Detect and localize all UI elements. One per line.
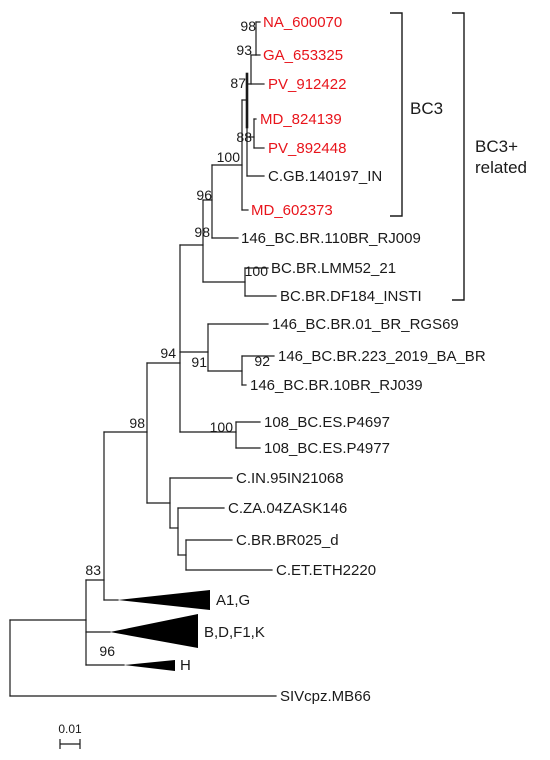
- collapsed-clade-a1g-triangle: [118, 590, 210, 610]
- collapsed-clade-h-triangle: [124, 660, 175, 671]
- bracket-labels: BC3 BC3+ related: [410, 99, 527, 177]
- tip-ga-653325: GA_653325: [263, 47, 343, 64]
- support-pv-node: 87: [230, 75, 246, 91]
- clade-label-a1g: A1,G: [216, 592, 250, 609]
- tip-bc-es-p4697: 108_BC.ES.P4697: [264, 414, 390, 431]
- tip-md-824139: MD_824139: [260, 111, 342, 128]
- tip-c-et-eth2220: C.ET.ETH2220: [276, 562, 376, 579]
- bc3-plus-bracket-label-line1: BC3+: [475, 137, 518, 156]
- support-bdfk-node: 96: [99, 643, 115, 659]
- support-c-node: 98: [129, 415, 145, 431]
- support-ga-node: 93: [236, 42, 252, 58]
- clade-brackets: [390, 12, 465, 301]
- tip-bc-es-p4977: 108_BC.ES.P4977: [264, 440, 390, 457]
- scale-bar-label: 0.01: [58, 722, 82, 736]
- bc3-bracket-label: BC3: [410, 99, 443, 118]
- tip-bc-br-223-2019-ba-br: 146_BC.BR.223_2019_BA_BR: [278, 348, 486, 365]
- tip-na-600070: NA_600070: [263, 14, 342, 31]
- bc3-bracket: [390, 12, 403, 217]
- support-outer-node: 83: [85, 562, 101, 578]
- support-bc3-node: 100: [217, 149, 241, 165]
- bc3-plus-bracket-label-line2: related: [475, 158, 527, 177]
- support-es-node: 100: [210, 419, 234, 435]
- tree-branches: [9, 21, 277, 697]
- tip-md-602373: MD_602373: [251, 202, 333, 219]
- tip-c-in-95in21068: C.IN.95IN21068: [236, 470, 344, 487]
- bc3-plus-bracket: [452, 12, 465, 301]
- tip-bc-br-lmm52-21: BC.BR.LMM52_21: [271, 260, 396, 277]
- tip-c-br-br025-d: C.BR.BR025_d: [236, 532, 339, 549]
- tip-c-gb-140197-in: C.GB.140197_IN: [268, 168, 382, 185]
- support-md-pv: 88: [236, 129, 252, 145]
- tip-labels: NA_600070 GA_653325 PV_912422 MD_824139 …: [228, 14, 486, 705]
- support-values: 98 93 87 88 100 96 98 100 91 92 94 100 9…: [85, 18, 270, 659]
- tip-bc-br-01-br-rgs69: 146_BC.BR.01_BR_RGS69: [272, 316, 459, 333]
- clade-label-bdfk: B,D,F1,K: [204, 624, 265, 641]
- support-bc-big-node: 94: [160, 345, 176, 361]
- support-brazil-group-node: 91: [191, 354, 207, 370]
- tip-bc-br-df184-insti: BC.BR.DF184_INSTI: [280, 288, 422, 305]
- tip-pv-912422: PV_912422: [268, 76, 346, 93]
- support-bc3-plus-node: 96: [196, 187, 212, 203]
- scale-bar: 0.01: [58, 722, 82, 749]
- collapsed-clade-labels: A1,G B,D,F1,K H: [180, 592, 265, 674]
- clade-label-h: H: [180, 657, 191, 674]
- tip-bc-br-110br-rj009: 146_BC.BR.110BR_RJ009: [241, 230, 421, 247]
- support-lmm-df-node: 100: [245, 263, 269, 279]
- collapsed-clade-bdfk-triangle: [110, 614, 198, 648]
- scale-bar-line: [59, 739, 81, 749]
- tip-c-za-04zask146: C.ZA.04ZASK146: [228, 500, 347, 517]
- support-na-ga: 98: [240, 18, 256, 34]
- tip-siv-cpz-mb66: SIVcpz.MB66: [280, 688, 371, 705]
- tip-pv-892448: PV_892448: [268, 140, 346, 157]
- support-ba-br-node: 92: [254, 353, 270, 369]
- tip-bc-br-10br-rj039: 146_BC.BR.10BR_RJ039: [250, 377, 423, 394]
- support-rj009-node: 98: [194, 224, 210, 240]
